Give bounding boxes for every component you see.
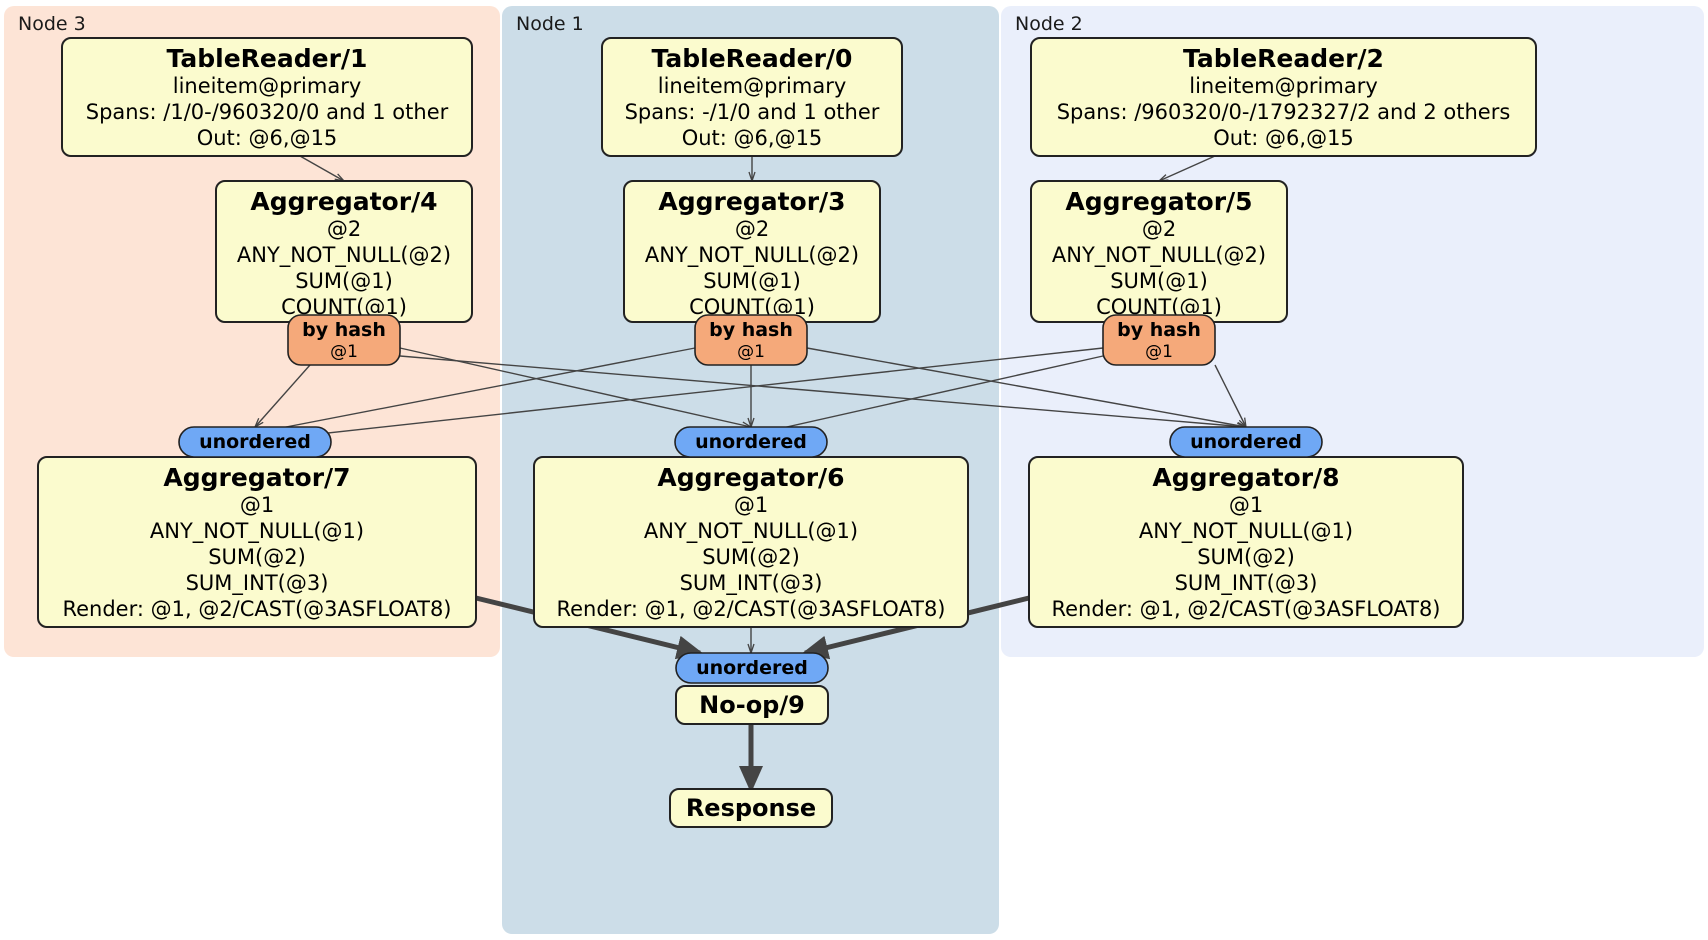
edge-byhash-3-to-unordered-7	[255, 347, 696, 433]
pill-sublabel: @1	[737, 342, 765, 362]
panel-label: Node 1	[516, 13, 584, 35]
box-detail-line: Out: @6,@15	[197, 126, 338, 150]
processor-noop-9[interactable]: No-op/9	[675, 685, 829, 725]
box-title: Aggregator/6	[657, 463, 844, 492]
box-detail-line: SUM(@2)	[1197, 545, 1295, 569]
box-detail-line: SUM(@2)	[702, 545, 800, 569]
processor-aggregator-5[interactable]: Aggregator/5@2ANY_NOT_NULL(@2)SUM(@1)COU…	[1030, 180, 1288, 323]
processor-aggregator-3[interactable]: Aggregator/3@2ANY_NOT_NULL(@2)SUM(@1)COU…	[623, 180, 881, 323]
box-detail-line: ANY_NOT_NULL(@1)	[644, 519, 858, 544]
box-title: TableReader/1	[167, 44, 368, 73]
box-title: Response	[686, 794, 816, 822]
box-title: Aggregator/3	[658, 187, 845, 216]
box-detail-line: @1	[734, 493, 768, 517]
processor-aggregator-7[interactable]: Aggregator/7@1ANY_NOT_NULL(@1)SUM(@2)SUM…	[37, 456, 477, 628]
pill-byhash-3[interactable]: by hash@1	[694, 314, 808, 366]
processor-aggregator-6[interactable]: Aggregator/6@1ANY_NOT_NULL(@1)SUM(@2)SUM…	[533, 456, 969, 628]
pill-label: unordered	[695, 431, 807, 453]
pill-unordered-7[interactable]: unordered	[178, 426, 332, 458]
edge-byhash-4-to-unordered-7	[255, 364, 311, 427]
box-detail-line: SUM(@1)	[1110, 269, 1208, 293]
edge-byhash-5-to-unordered-6	[751, 355, 1104, 435]
panel-label: Node 2	[1015, 13, 1083, 35]
box-title: TableReader/0	[652, 44, 853, 73]
box-detail-line: lineitem@primary	[658, 74, 847, 98]
pill-background[interactable]	[675, 652, 829, 684]
pill-label: by hash	[1117, 319, 1201, 341]
processor-response[interactable]: Response	[669, 788, 833, 828]
box-detail-line: Render: @1, @2/CAST(@3ASFLOAT8)	[62, 597, 451, 621]
box-detail-line: ANY_NOT_NULL(@2)	[1052, 243, 1266, 268]
box-background[interactable]	[61, 37, 473, 157]
box-title: TableReader/2	[1183, 44, 1384, 73]
edge-byhash-5-to-unordered-8	[1214, 364, 1246, 427]
pill-byhash-5[interactable]: by hash@1	[1102, 314, 1216, 366]
box-detail-line: SUM(@1)	[703, 269, 801, 293]
box-detail-line: ANY_NOT_NULL(@1)	[150, 519, 364, 544]
pill-background[interactable]	[694, 314, 808, 366]
processor-aggregator-8[interactable]: Aggregator/8@1ANY_NOT_NULL(@1)SUM(@2)SUM…	[1028, 456, 1464, 628]
pill-unordered-6[interactable]: unordered	[674, 426, 828, 458]
pill-label: unordered	[696, 657, 808, 679]
pill-background[interactable]	[178, 426, 332, 458]
box-title: Aggregator/8	[1152, 463, 1339, 492]
box-detail-line: lineitem@primary	[1189, 74, 1378, 98]
panel-label: Node 3	[18, 13, 86, 35]
box-title: No-op/9	[699, 691, 805, 719]
pill-background[interactable]	[287, 314, 401, 366]
pill-background[interactable]	[674, 426, 828, 458]
edge-tablereader-2-to-aggregator-5	[1159, 155, 1216, 181]
pill-sublabel: @1	[330, 342, 358, 362]
box-detail-line: @2	[735, 217, 769, 241]
pill-sublabel: @1	[1145, 342, 1173, 362]
box-title: Aggregator/5	[1065, 187, 1252, 216]
processor-aggregator-4[interactable]: Aggregator/4@2ANY_NOT_NULL(@2)SUM(@1)COU…	[215, 180, 473, 323]
box-detail-line: @1	[240, 493, 274, 517]
box-detail-line: ANY_NOT_NULL(@2)	[645, 243, 859, 268]
box-detail-line: ANY_NOT_NULL(@1)	[1139, 519, 1353, 544]
box-detail-line: SUM_INT(@3)	[186, 571, 329, 596]
box-background[interactable]	[669, 788, 833, 828]
box-background[interactable]	[675, 685, 829, 725]
pill-label: by hash	[302, 319, 386, 341]
box-title: Aggregator/7	[163, 463, 350, 492]
pill-unordered-9[interactable]: unordered	[675, 652, 829, 684]
box-detail-line: SUM(@2)	[208, 545, 306, 569]
box-background[interactable]	[1030, 37, 1537, 157]
box-detail-line: SUM(@1)	[295, 269, 393, 293]
box-detail-line: Spans: /1/0-/960320/0 and 1 other	[86, 100, 449, 124]
edge-tablereader-1-to-aggregator-4	[299, 155, 344, 181]
box-detail-line: Render: @1, @2/CAST(@3ASFLOAT8)	[556, 597, 945, 621]
box-detail-line: Out: @6,@15	[682, 126, 823, 150]
edge-byhash-5-to-unordered-7	[255, 347, 1104, 441]
pill-byhash-4[interactable]: by hash@1	[287, 314, 401, 366]
box-background[interactable]	[601, 37, 903, 157]
box-detail-line: @2	[1142, 217, 1176, 241]
pill-background[interactable]	[1169, 426, 1323, 458]
box-detail-line: Out: @6,@15	[1213, 126, 1354, 150]
pill-label: by hash	[709, 319, 793, 341]
box-detail-line: SUM_INT(@3)	[1175, 571, 1318, 596]
box-detail-line: Render: @1, @2/CAST(@3ASFLOAT8)	[1051, 597, 1440, 621]
edge-byhash-3-to-unordered-8	[806, 347, 1246, 427]
box-detail-line: lineitem@primary	[173, 74, 362, 98]
edge-byhash-4-to-unordered-8	[399, 355, 1246, 427]
pill-label: unordered	[1190, 431, 1302, 453]
box-title: Aggregator/4	[250, 187, 437, 216]
box-detail-line: SUM_INT(@3)	[680, 571, 823, 596]
box-detail-line: @1	[1229, 493, 1263, 517]
pill-unordered-8[interactable]: unordered	[1169, 426, 1323, 458]
box-detail-line: Spans: /960320/0-/1792327/2 and 2 others	[1057, 100, 1511, 124]
box-detail-line: Spans: -/1/0 and 1 other	[625, 100, 880, 124]
box-detail-line: ANY_NOT_NULL(@2)	[237, 243, 451, 268]
box-detail-line: @2	[327, 217, 361, 241]
pill-label: unordered	[199, 431, 311, 453]
pill-background[interactable]	[1102, 314, 1216, 366]
